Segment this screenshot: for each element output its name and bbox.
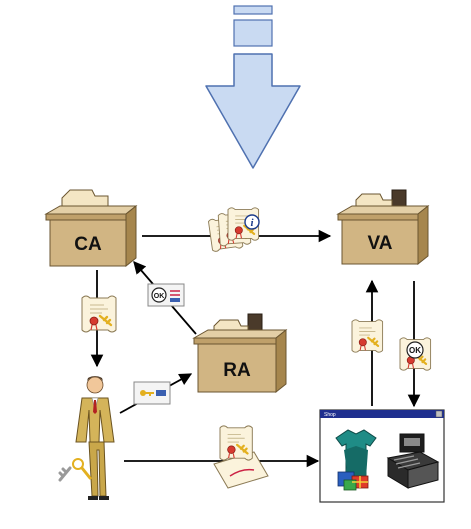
ok-card-text: OK <box>154 293 165 300</box>
ok-certificate-text: OK <box>409 346 421 355</box>
ok-card-icon: OK <box>147 283 185 307</box>
user-figure <box>58 376 115 500</box>
shop-window-titlebar <box>320 410 444 418</box>
shirt-icon <box>335 429 377 478</box>
desk-va-label: VA <box>368 233 393 254</box>
certificate-stack-icon: i <box>207 206 260 253</box>
big-down-arrow <box>205 5 301 169</box>
desk-va: VA <box>336 189 430 266</box>
ok-certificate-icon: OK <box>398 336 432 372</box>
certificate-icon-shop-va <box>350 318 384 354</box>
info-badge-icon: i <box>244 214 260 230</box>
gift-boxes-icon <box>337 471 369 491</box>
desk-ra: RA <box>192 313 288 394</box>
shop-window: Shop <box>319 409 445 503</box>
key-card-icon <box>133 381 171 405</box>
user-head <box>86 376 104 394</box>
info-badge-text: i <box>250 217 254 229</box>
desk-ra-label: RA <box>223 360 251 381</box>
cash-register-icon <box>386 433 440 489</box>
desk-ca-label: CA <box>74 234 102 255</box>
arrow-head <box>205 53 301 169</box>
desk-ca: CA <box>44 189 138 268</box>
arrow-stripe-1 <box>233 5 273 15</box>
shop-window-title: Shop <box>324 412 336 418</box>
arrow-stripe-2 <box>233 19 273 47</box>
certificate-icon-ca-user <box>80 294 118 334</box>
user-keys-icon <box>58 458 92 482</box>
signed-certificate-icon <box>213 424 269 489</box>
